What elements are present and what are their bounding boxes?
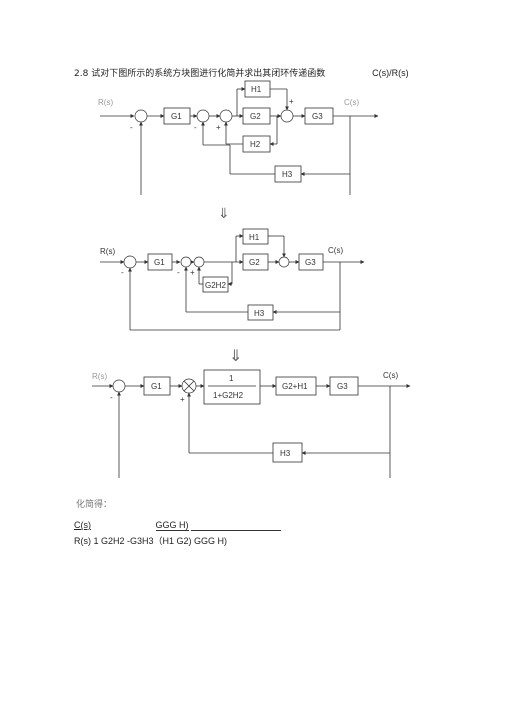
- d1-g2-label: G2: [250, 112, 261, 121]
- d1-sum-junction-2: [196, 109, 210, 123]
- result-line-2: R(s) 1 G2H2 -G3H3（H1 G2) GGG H): [74, 536, 228, 546]
- result-numerator-cs: C(s): [74, 520, 91, 530]
- d1-h1-label: H1: [251, 85, 262, 94]
- diagram-2: R(s) C(s) G1 G2 G3 H1: [100, 228, 365, 331]
- d1-sign-s4: +: [289, 97, 294, 106]
- d2-sign-s3: +: [190, 268, 195, 277]
- d2-g2h2-label: G2H2: [205, 281, 226, 290]
- d2-sign-s2: -: [177, 268, 180, 277]
- d2-h3-label: H3: [254, 309, 265, 318]
- d3-input-label: R(s): [92, 372, 107, 381]
- d2-sign-s1: -: [121, 268, 124, 277]
- d2-block-h3: [247, 304, 274, 321]
- d2-g3-label: G3: [305, 258, 316, 267]
- d3-block-fraction: [203, 369, 261, 405]
- d3-h3-label: H3: [280, 449, 291, 458]
- d3-block-h3: [272, 442, 303, 463]
- d1-sum-junction-3: [219, 109, 233, 123]
- d1-g3-label: G3: [312, 112, 323, 121]
- d1-g1-label: G1: [171, 112, 182, 121]
- d1-sum-junction-4: [280, 109, 294, 123]
- d2-sum-junction-2: [180, 256, 192, 268]
- problem-statement: 2.8 试对下图所示的系统方块图进行化简并求出其闭环传递函数 C(s)/R(s): [74, 66, 409, 79]
- result-line-1: C(s) GGG H): [74, 520, 282, 531]
- diagram-3: R(s) C(s) G1 1 1+G2H2 G2+H1 G3: [92, 369, 411, 478]
- d2-input-label: R(s): [100, 247, 115, 256]
- d2-output-label: C(s): [328, 246, 343, 255]
- d3-sign-s2: +: [180, 395, 185, 404]
- d2-g2-label: G2: [249, 258, 260, 267]
- transfer-function-label: C(s)/R(s): [372, 68, 409, 78]
- d2-block-h1: [242, 228, 269, 245]
- d1-sign-s3: +: [216, 123, 221, 132]
- d2-sum-junction-4: [278, 256, 290, 268]
- d1-input-label: R(s): [98, 98, 113, 107]
- d1-output-label: C(s): [344, 98, 359, 107]
- down-arrow-2: ⇓: [229, 346, 242, 365]
- diagram-1: R(s) C(s) G1 G2 G3 H1: [98, 80, 379, 195]
- fraction-rule: [191, 521, 282, 531]
- d3-fraction-numerator: 1: [229, 374, 234, 383]
- down-arrow-1: ⇓: [218, 206, 230, 222]
- d3-sign-s1: -: [110, 393, 113, 402]
- d3-fraction-denominator: 1+G2H2: [213, 391, 244, 400]
- problem-text: 试对下图所示的系统方块图进行化简并求出其闭环传递函数: [91, 69, 326, 79]
- d2-h1-label: H1: [249, 233, 260, 242]
- d3-g2h1-label: G2+H1: [282, 382, 308, 391]
- simplification-label: 化简得：: [76, 500, 113, 510]
- d2-sum-junction-3: [193, 256, 205, 268]
- d3-g3-label: G3: [337, 382, 348, 391]
- d1-sum-junction-1: [134, 109, 148, 123]
- d1-sign-s2: -: [194, 123, 197, 132]
- d1-h2-label: H2: [250, 140, 261, 149]
- problem-number: 2.8: [74, 69, 89, 79]
- d3-g1-label: G1: [151, 382, 162, 391]
- d2-block-g2h2: [202, 276, 229, 293]
- d3-sum-junction-1: [112, 379, 126, 393]
- d2-g1-label: G1: [154, 258, 165, 267]
- d1-sign-s1: -: [130, 123, 133, 132]
- result-numerator-expr: GGG H): [155, 520, 189, 531]
- d2-sum-junction-1: [123, 255, 137, 269]
- d3-output-label: C(s): [383, 371, 398, 380]
- d1-h3-label: H3: [282, 170, 293, 179]
